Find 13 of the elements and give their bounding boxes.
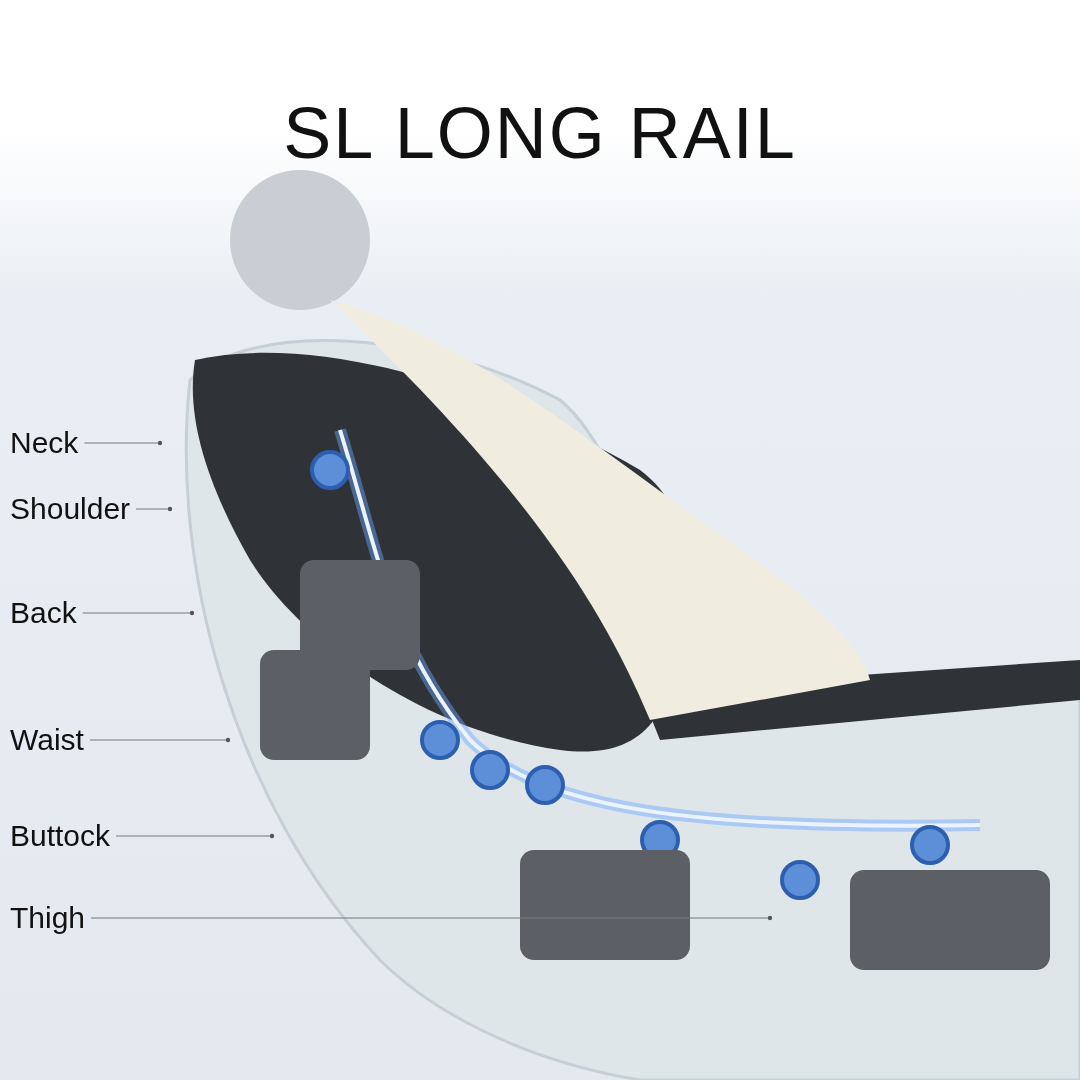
part-label: Neck (10, 425, 79, 461)
part-label: Thigh (10, 900, 86, 936)
part-label: Back (10, 595, 77, 631)
title: SL LONG RAIL (282, 92, 798, 174)
leader-line (135, 506, 173, 512)
leader-line (83, 440, 163, 446)
leader-line (82, 610, 195, 616)
part-label: Shoulder (10, 491, 131, 527)
leader-line (90, 915, 773, 921)
leader-line (89, 737, 231, 743)
leader-line (115, 833, 275, 839)
part-label: Waist (10, 722, 84, 758)
part-label: Buttock (10, 818, 111, 854)
